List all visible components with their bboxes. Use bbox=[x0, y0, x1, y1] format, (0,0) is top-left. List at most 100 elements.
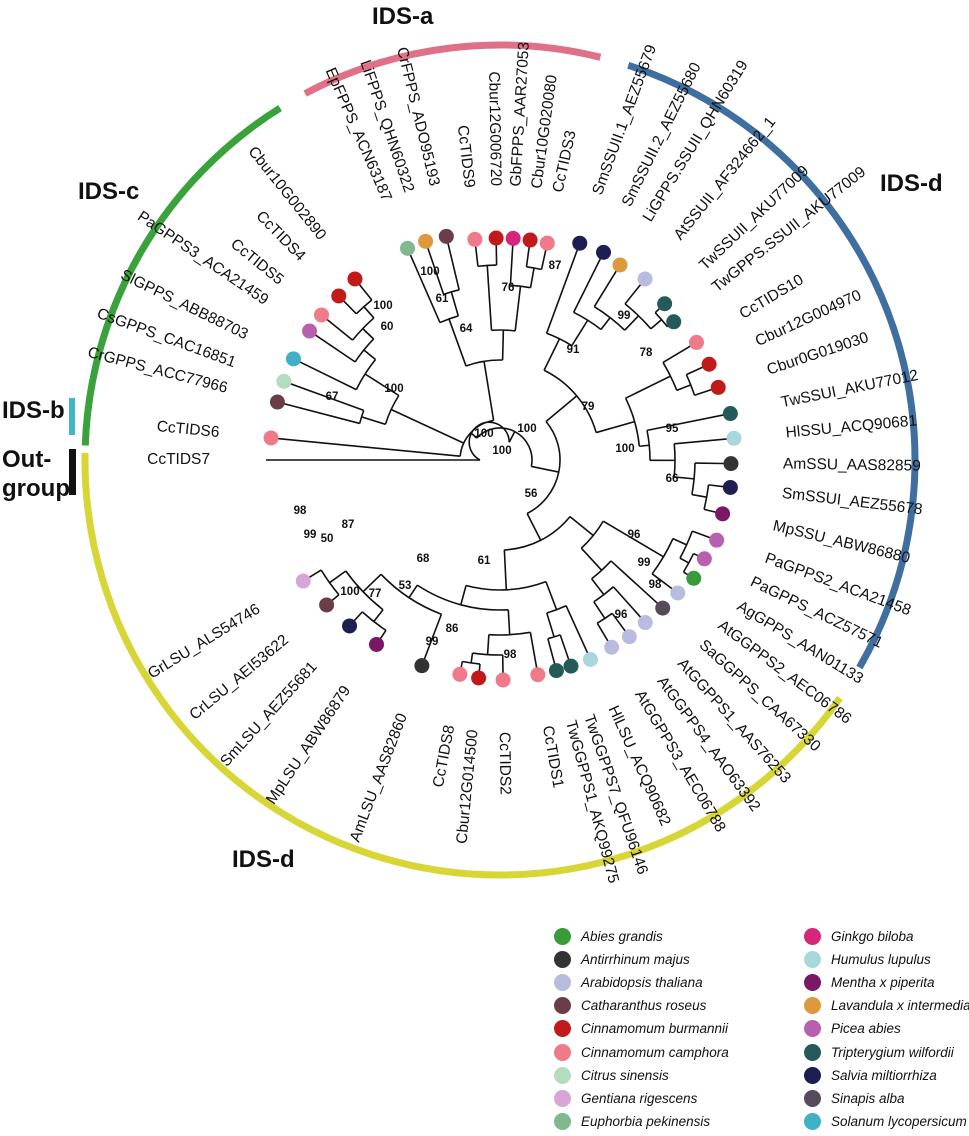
clade-arc-ids-d-bottom bbox=[81, 452, 843, 879]
tree-branch bbox=[503, 549, 508, 590]
tip-marker-crlsu-aei53622 bbox=[319, 597, 335, 613]
tree-branch bbox=[639, 444, 650, 448]
tip-marker-cctids5 bbox=[314, 307, 330, 323]
legend-swatch bbox=[804, 1113, 821, 1131]
tip-marker-hlssu-acq90681 bbox=[726, 430, 742, 446]
tree-branch bbox=[610, 560, 664, 609]
legend-label: Salvia miltiorrhiza bbox=[831, 1067, 937, 1083]
legend-swatch bbox=[554, 1089, 571, 1107]
legend-swatch bbox=[554, 973, 571, 991]
tree-branch-arc bbox=[580, 520, 604, 549]
tree-branch bbox=[593, 264, 621, 308]
bootstrap-value: 87 bbox=[342, 519, 355, 531]
tree-branch-arc bbox=[465, 359, 503, 367]
tree-branch bbox=[390, 408, 465, 444]
tree-branch bbox=[406, 247, 441, 323]
tip-marker-ligpps-ssuii-qhn60319 bbox=[612, 257, 628, 273]
tree-branch bbox=[486, 634, 490, 655]
tree-branch bbox=[593, 601, 606, 619]
bootstrap-value: 68 bbox=[417, 553, 430, 565]
tree-branch bbox=[277, 401, 360, 425]
tip-marker-cbur0g019030 bbox=[710, 379, 726, 395]
legend-label: Gentiana rigescens bbox=[581, 1090, 698, 1106]
tree-branch bbox=[624, 315, 640, 331]
bootstrap-value: 100 bbox=[384, 383, 403, 395]
tree-branch-arc bbox=[685, 374, 696, 396]
bootstrap-value: 61 bbox=[478, 555, 491, 567]
legend-item-catharanthus-roseus: Catharanthus roseus bbox=[554, 995, 706, 1017]
tip-marker-twgpps-ssuii-aku77009 bbox=[666, 314, 682, 330]
bootstrap-value: 79 bbox=[582, 401, 595, 413]
tree-branch bbox=[612, 586, 646, 624]
tree-branch-arc bbox=[624, 397, 641, 447]
leaf-label-amssu-aas82859: AmSSU_AAS82859 bbox=[783, 456, 921, 475]
tree-branch bbox=[646, 412, 731, 432]
tree-branch bbox=[450, 291, 460, 317]
tree-branch-arc bbox=[476, 427, 533, 467]
bootstrap-value: 96 bbox=[628, 529, 641, 541]
tree-branch bbox=[509, 238, 514, 286]
legend-swatch bbox=[804, 997, 821, 1015]
legend-swatch bbox=[804, 1066, 821, 1084]
tree-branch bbox=[565, 605, 592, 660]
tip-marker-pagpps3-aca21459 bbox=[302, 323, 318, 339]
bootstrap-value: 91 bbox=[567, 344, 580, 356]
tip-marker-csgpps-cac16851 bbox=[276, 373, 292, 389]
bootstrap-value: 67 bbox=[326, 391, 339, 403]
bootstrap-value: 61 bbox=[436, 293, 449, 305]
legend-label: Abies grandis bbox=[581, 928, 663, 944]
tree-branch bbox=[569, 515, 594, 537]
tip-marker-smssui-aez55678 bbox=[722, 479, 738, 495]
tip-marker-cctids2 bbox=[495, 672, 511, 688]
tree-branch bbox=[595, 420, 635, 434]
tree-branch bbox=[674, 437, 735, 445]
bootstrap-value: 100 bbox=[420, 266, 439, 278]
tree-branch bbox=[543, 338, 561, 371]
tree-branch-arc bbox=[546, 604, 567, 614]
clade-arc-ids-c bbox=[81, 105, 282, 446]
legend-item-arabidopsis-thaliana: Arabidopsis thaliana bbox=[554, 971, 703, 993]
tree-branch bbox=[483, 361, 495, 421]
tree-branch bbox=[625, 375, 671, 399]
legend-label: Cinnamomum burmannii bbox=[581, 1021, 729, 1037]
tree-branch bbox=[373, 609, 384, 623]
legend-label: Antirrhinum majus bbox=[581, 951, 690, 967]
tip-marker-twssui-aku77012 bbox=[722, 406, 738, 422]
tree-branch bbox=[470, 652, 474, 664]
tree-branch-arc bbox=[573, 311, 602, 331]
legend-item-euphorbia-pekinensis: Euphorbia pekinensis bbox=[554, 1111, 710, 1133]
legend-label: Sinapis alba bbox=[831, 1090, 905, 1106]
legend-label: Cinnamomum camphora bbox=[581, 1044, 729, 1060]
tree-branch-arc bbox=[354, 338, 375, 363]
bootstrap-value: 64 bbox=[460, 323, 473, 335]
tree-branch-arc bbox=[416, 584, 509, 611]
leaf-label-cctids9: CcTIDS9 bbox=[454, 124, 478, 188]
legend-item-mentha-piperita: Mentha x piperita bbox=[804, 971, 935, 993]
tip-marker-amssu-aas82859 bbox=[723, 456, 739, 472]
tree-branch bbox=[529, 267, 535, 288]
tip-marker-atggpps4-aao63392 bbox=[621, 629, 637, 645]
tip-marker-cctids9 bbox=[467, 231, 483, 247]
tree-branch-arc bbox=[593, 586, 614, 603]
tree-branch-arc bbox=[543, 369, 597, 433]
legend-swatch bbox=[554, 997, 571, 1015]
legend-label: Euphorbia pekinensis bbox=[581, 1114, 711, 1130]
bootstrap-value: 53 bbox=[399, 580, 412, 592]
tip-marker-cctids4 bbox=[331, 288, 347, 304]
tree-branch bbox=[590, 578, 605, 596]
tip-marker-crfpps-ado95193 bbox=[438, 228, 454, 244]
tree-branch bbox=[600, 317, 611, 330]
tree-branch bbox=[460, 585, 467, 606]
legend-swatch bbox=[804, 1043, 821, 1061]
clade-arc-ids-a bbox=[303, 41, 602, 97]
tree-branch bbox=[501, 330, 505, 361]
tree-branch bbox=[679, 557, 690, 564]
bootstrap-value: 95 bbox=[666, 423, 679, 435]
bootstrap-value: 100 bbox=[492, 445, 511, 457]
leaf-label-cctids6: CcTIDS6 bbox=[156, 418, 220, 441]
tip-markers bbox=[263, 228, 742, 688]
tip-marker-atssuii-af324662-1 bbox=[637, 271, 653, 287]
tree-branch-arc bbox=[673, 443, 676, 478]
